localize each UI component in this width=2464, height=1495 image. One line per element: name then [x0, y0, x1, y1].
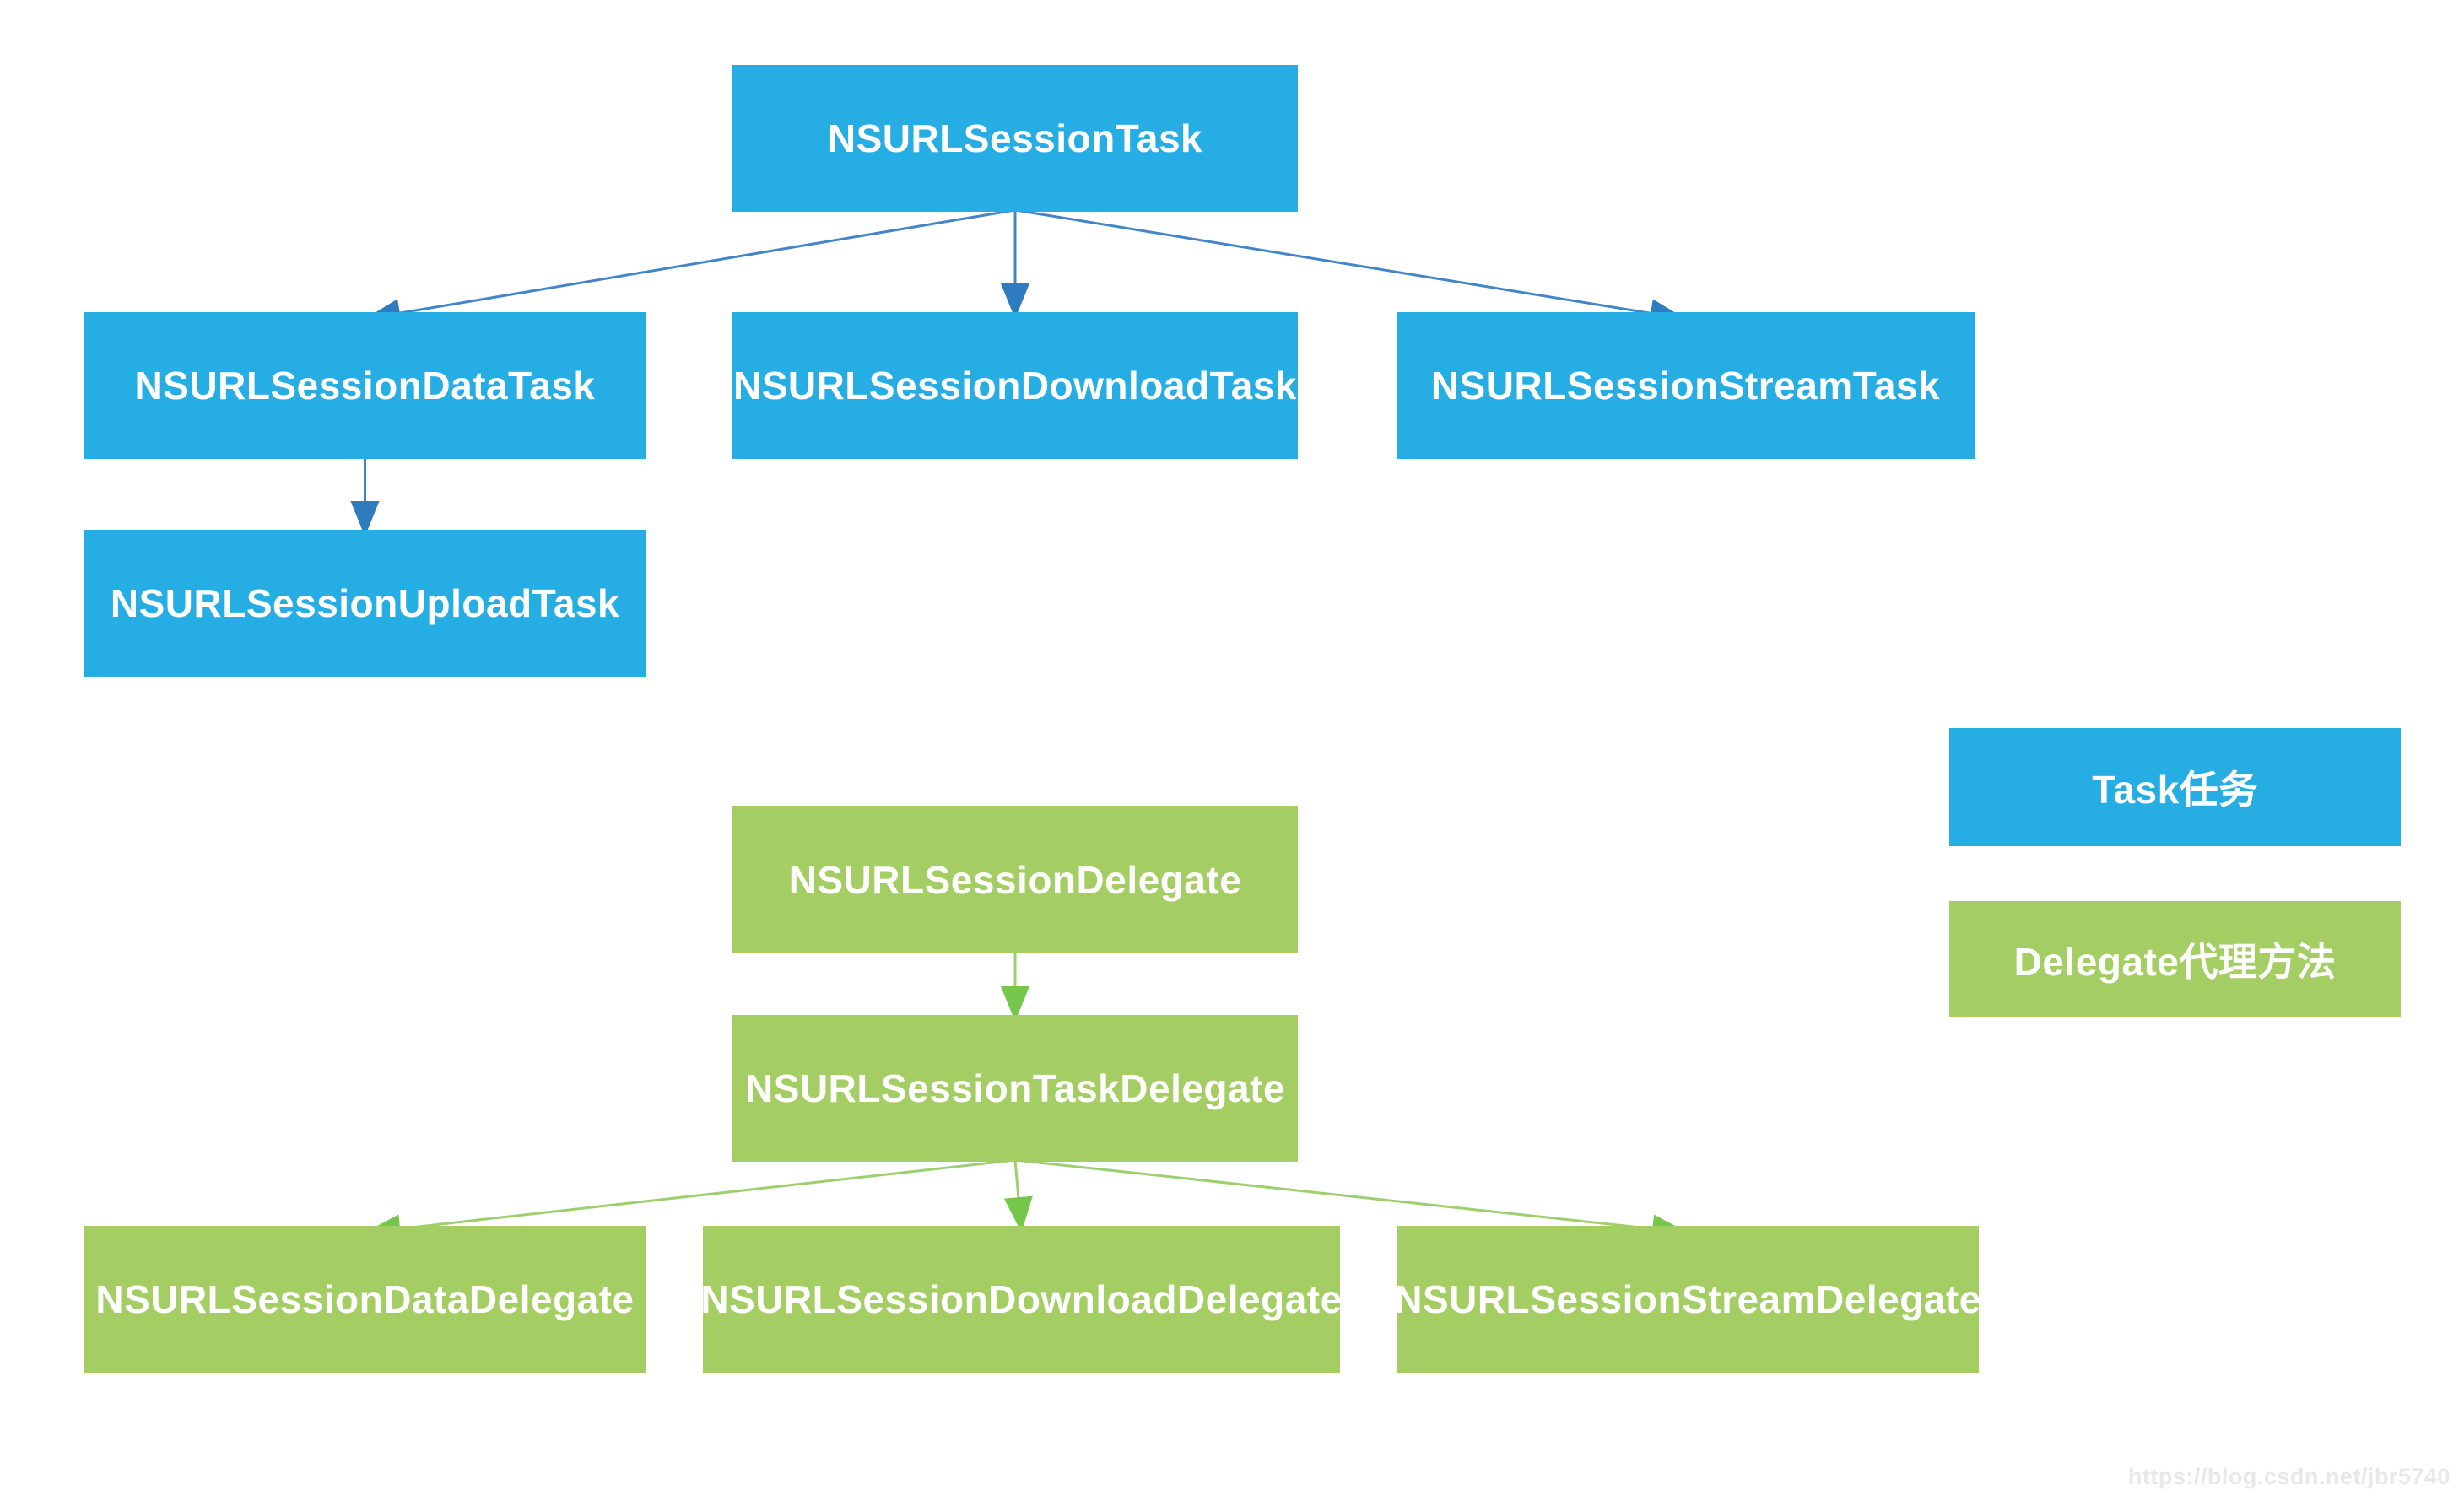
node-nsurlsessionstreamdelegate: NSURLSessionStreamDelegate: [1394, 1226, 1980, 1373]
edge-taskDelegate-to-dataDelegate: [365, 1158, 1016, 1244]
watermark-url: https://blog.csdn.net/jbr5740: [2127, 1464, 2450, 1489]
edge-task-to-dataTask: [365, 208, 1016, 327]
edge-task-to-streamTask: [1014, 208, 1686, 328]
node-nsurlsessiontaskdelegate: NSURLSessionTaskDelegate: [732, 1015, 1298, 1162]
node-nsurlsessiondatadelegate: NSURLSessionDataDelegate: [84, 1226, 646, 1373]
node-nsurlsessiondownloaddelegate: NSURLSessionDownloadDelegate: [700, 1226, 1342, 1373]
node-nsurlsessiondatatask: NSURLSessionDataTask: [84, 312, 646, 459]
node-nsurlsessionstreamtask: NSURLSessionStreamTask: [1397, 312, 1975, 459]
legend-delegate-box: Delegate代理方法: [1949, 901, 2401, 1017]
edge-taskDelegate-to-streamDelegate: [1014, 1158, 1689, 1244]
node-nsurlsessiondelegate: NSURLSessionDelegate: [732, 806, 1298, 953]
legend-task-box: Task任务: [1949, 728, 2401, 846]
edge-taskDelegate-to-downloadDelegate: [1003, 1159, 1033, 1233]
node-nsurlsessionuploadtask: NSURLSessionUploadTask: [84, 530, 646, 677]
node-nsurlsessiontask: NSURLSessionTask: [732, 65, 1298, 212]
node-nsurlsessiondownloadtask: NSURLSessionDownloadTask: [732, 312, 1298, 459]
